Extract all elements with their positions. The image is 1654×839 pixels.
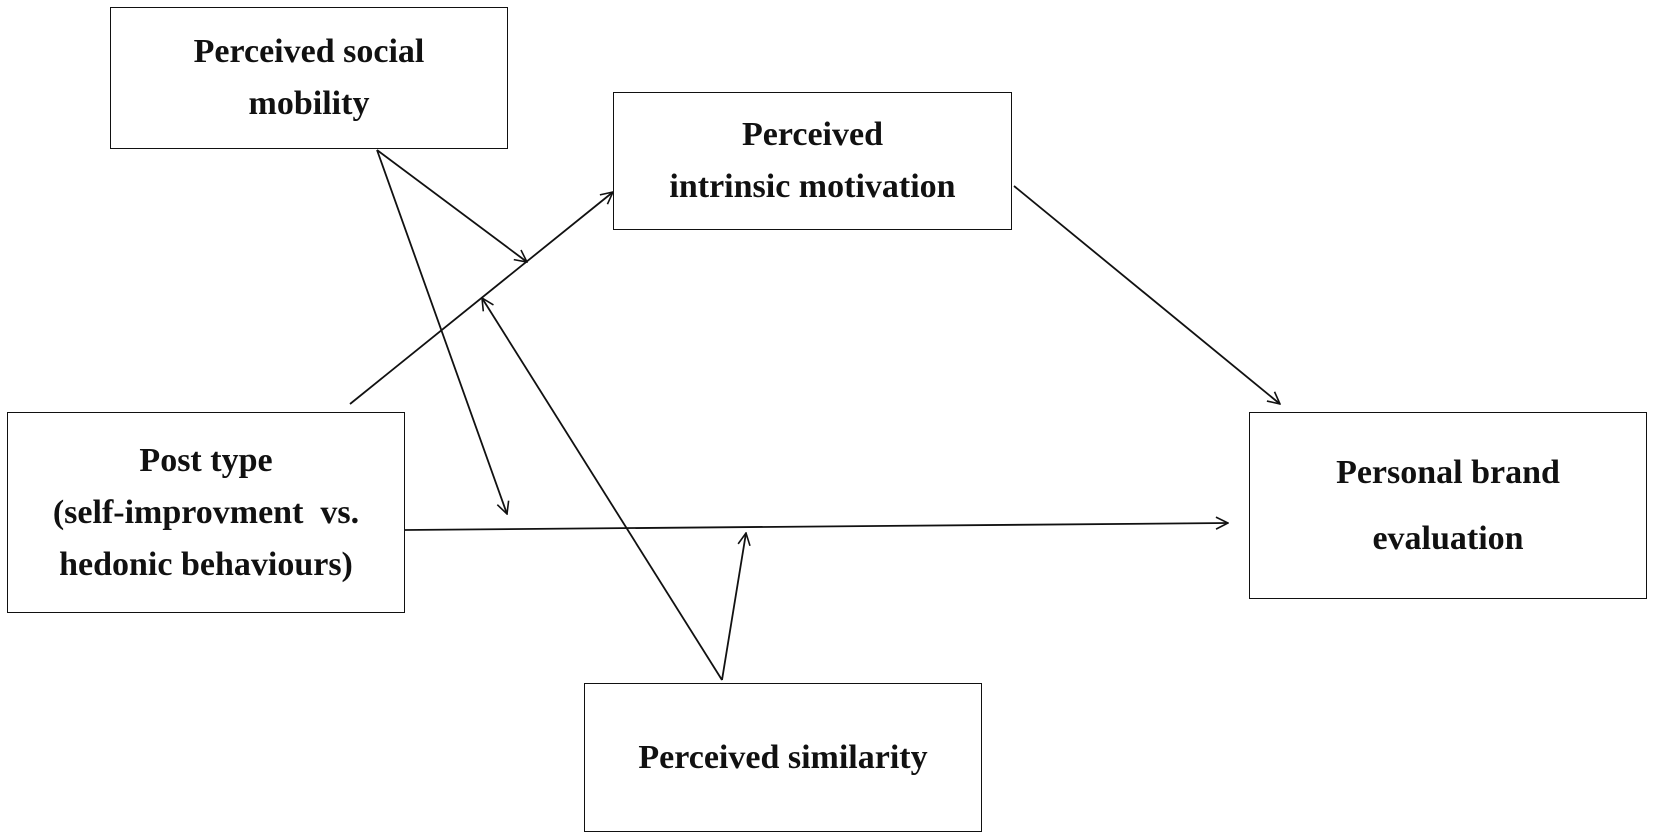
node-label-line: Post type <box>139 441 273 479</box>
node-perceived-intrinsic-motivation: Perceived intrinsic motivation <box>613 92 1012 230</box>
node-label-line: Perceived <box>742 116 883 153</box>
node-label-line: mobility <box>248 85 370 122</box>
arrow-post-type-to-brand-evaluation <box>404 523 1228 531</box>
arrow-similarity-moderates-intrinsic-path <box>482 298 723 681</box>
node-label-line: Perceived similarity <box>638 738 928 776</box>
node-label-line: evaluation <box>1372 519 1524 557</box>
node-perceived-social-mobility: Perceived social mobility <box>110 7 508 149</box>
arrow-intrinsic-motivation-to-brand-evaluation <box>1013 185 1280 404</box>
node-label-line: (self-improvment vs. <box>52 493 360 531</box>
node-personal-brand-evaluation: Personal brand evaluation <box>1249 412 1647 599</box>
node-label-line: hedonic behaviours) <box>59 545 353 583</box>
node-label-line: intrinsic motivation <box>669 168 956 205</box>
node-label-line: Personal brand <box>1336 453 1560 491</box>
arrow-social-mobility-moderates-intrinsic-path <box>376 149 527 262</box>
arrow-similarity-moderates-direct-path <box>721 533 746 681</box>
node-perceived-similarity: Perceived similarity <box>584 683 982 832</box>
arrow-post-type-to-intrinsic-motivation <box>349 192 613 405</box>
arrow-social-mobility-moderates-direct-path <box>376 149 507 514</box>
node-post-type: Post type (self-improvment vs. hedonic b… <box>7 412 405 613</box>
node-label-line: Perceived social <box>193 33 425 70</box>
